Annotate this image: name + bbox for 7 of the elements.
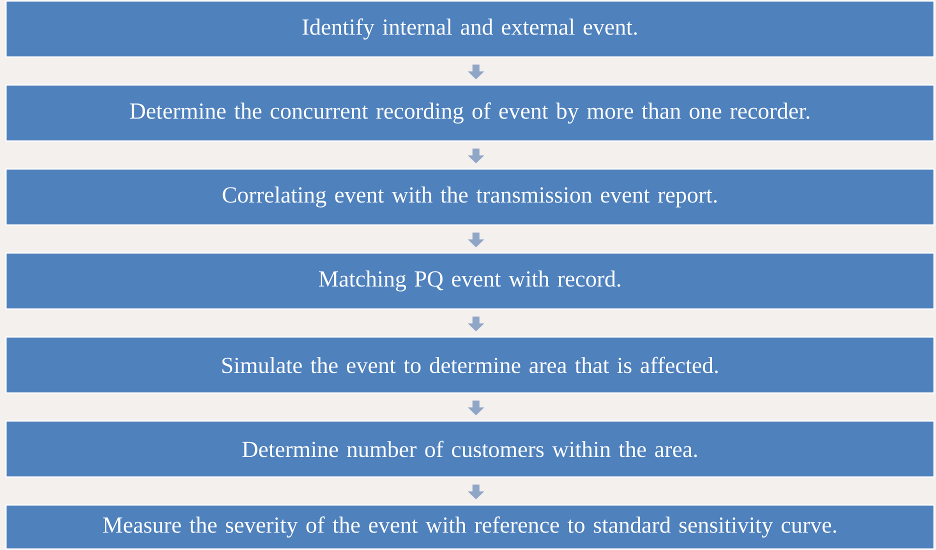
process-box: Determine number of customers within the area. [5,420,935,478]
process-box: Determine the concurrent recording of event by more than one recorder. [5,84,935,142]
process-box: Simulate the event to determine area that is affected. [5,336,935,394]
process-box: Correlating event with the transmission event report. [5,168,935,226]
process-box: Matching PQ event with record. [5,252,935,310]
process-box: Measure the severity of the event with reference to standard sensitivity curve. [5,504,935,550]
process-box: Identify internal and external event. [5,0,935,58]
